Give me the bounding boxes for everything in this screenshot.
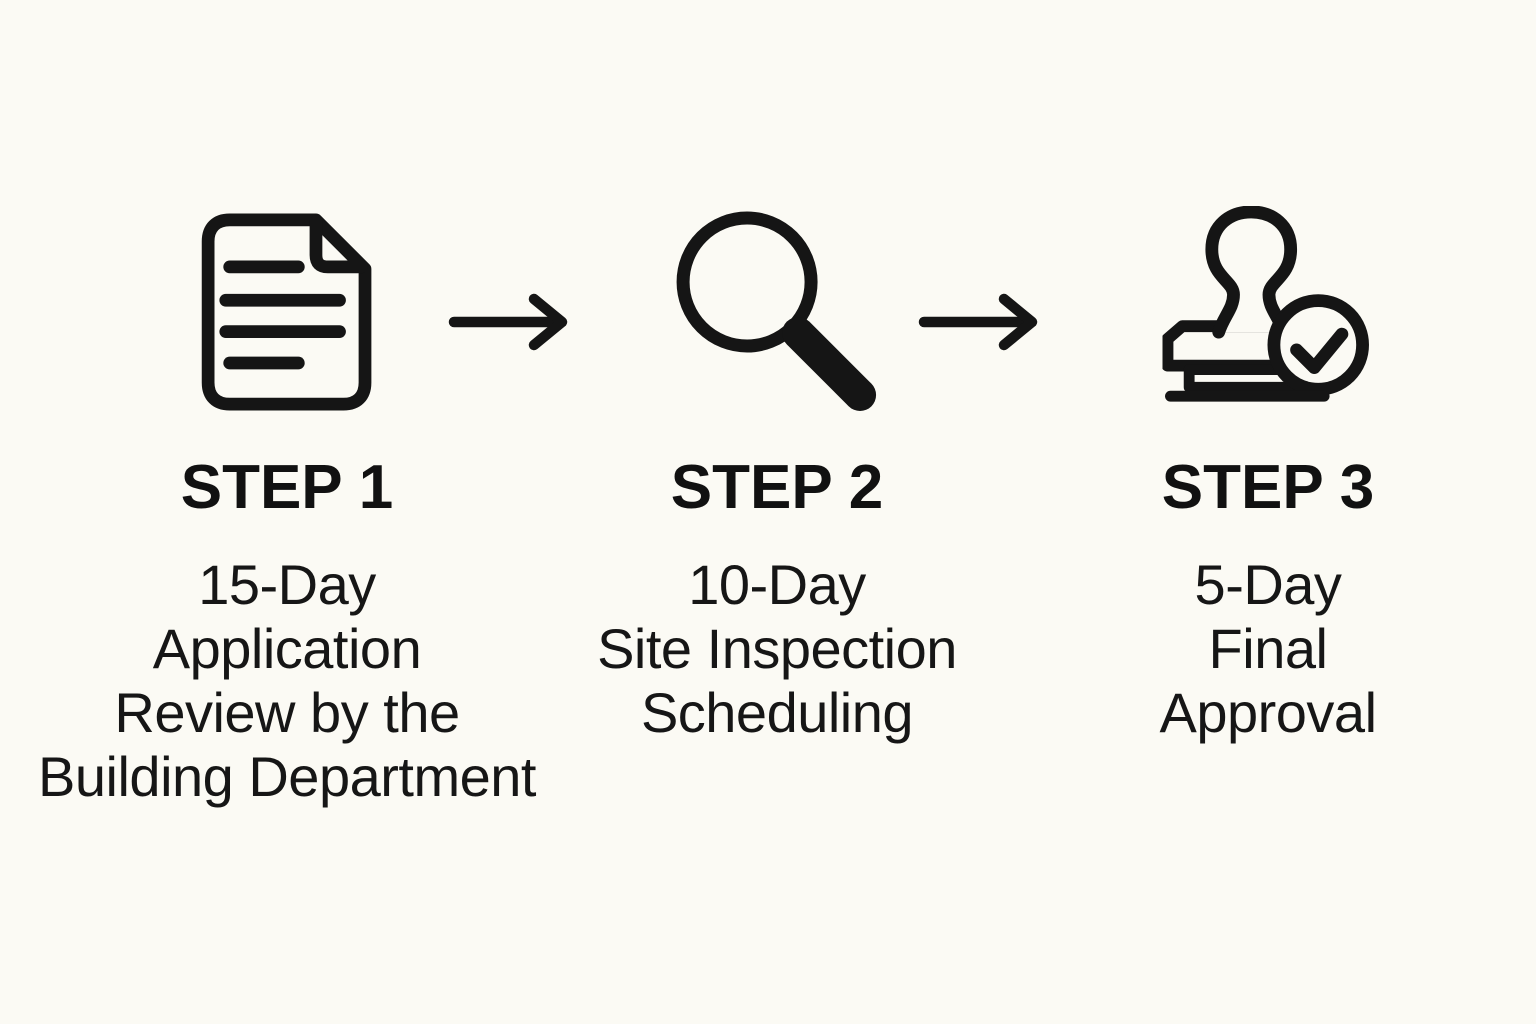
step-1-column: STEP 1 15-Day Application Review by the … [38,205,536,809]
step-2-label: STEP 2 [670,453,884,522]
step-3-icon-wrap [1162,205,1374,417]
step-3-column: STEP 3 5-Day Final Approval [1159,205,1377,745]
step-1-description: 15-Day Application Review by the Buildin… [38,553,536,808]
arrow-right-icon [448,292,574,357]
approval-stamp-icon [1162,206,1369,402]
step-1-label: STEP 1 [180,453,394,522]
step-2-column: STEP 2 10-Day Site Inspection Scheduling [597,205,957,745]
magnifying-glass-icon [676,211,876,411]
step-2-description: 10-Day Site Inspection Scheduling [597,553,957,744]
document-icon [201,213,372,411]
step-3-label: STEP 3 [1161,453,1375,522]
step-1-icon-wrap [196,205,378,417]
arrow-right-icon [918,292,1044,357]
step-2-icon-wrap [674,205,880,417]
step-3-description: 5-Day Final Approval [1159,553,1377,744]
